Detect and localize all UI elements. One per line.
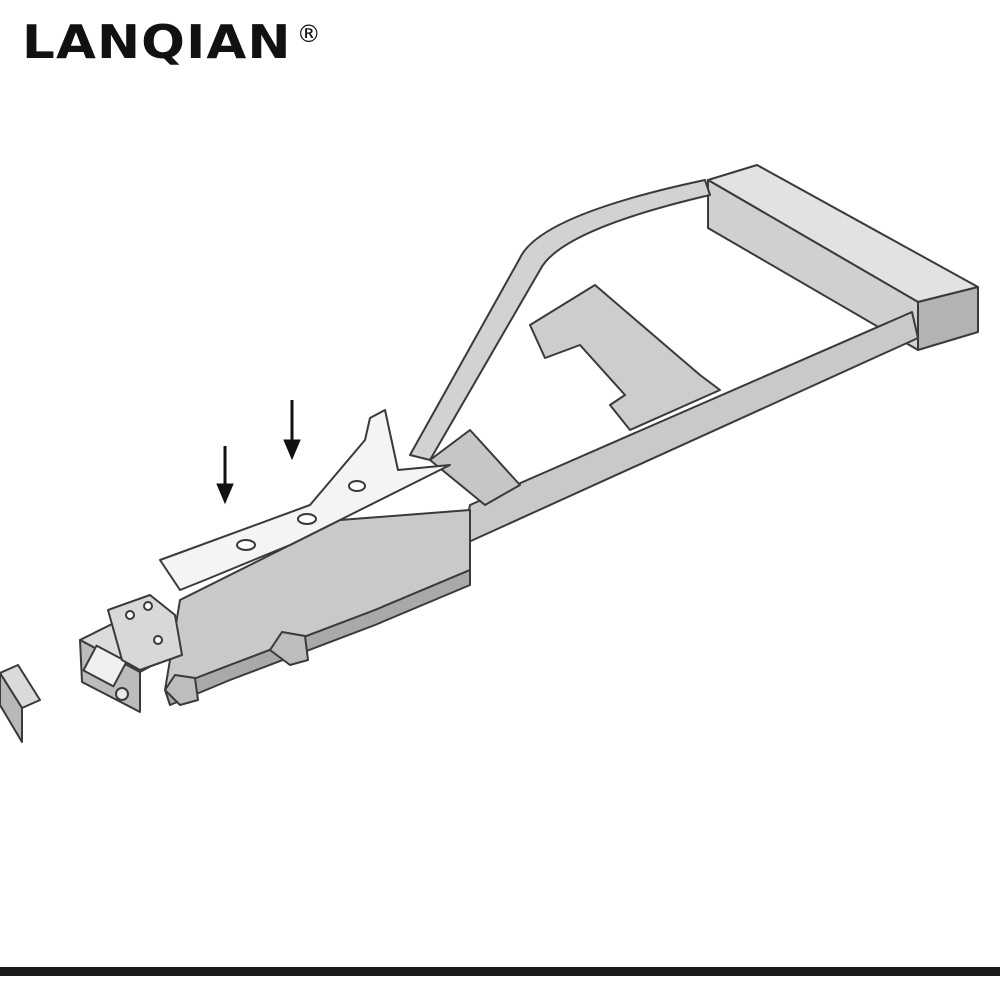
arrow-down-icon — [216, 446, 234, 505]
footer-bar — [0, 967, 1000, 976]
cross-bracket — [529, 284, 721, 431]
detached-piece-front — [0, 672, 23, 743]
reinforcement-plate — [159, 409, 451, 591]
lower-tube — [461, 311, 919, 546]
front-box-bolt — [115, 687, 129, 701]
plate-body — [159, 409, 451, 591]
registered-mark: ® — [296, 20, 321, 48]
upper-tube — [409, 179, 711, 461]
arrow-down-icon — [283, 400, 301, 461]
plate-hole-1 — [236, 539, 256, 551]
lug-1 — [164, 674, 199, 706]
mount-hole-1 — [125, 610, 135, 620]
brand-name: LANQIAN — [22, 15, 292, 69]
plate-hole-2 — [297, 513, 317, 525]
plate-hole-3 — [348, 480, 366, 492]
rear-subframe — [0, 164, 979, 743]
mount-hole-3 — [153, 635, 163, 645]
lower-cross-bracket — [429, 429, 521, 506]
brand-logo: LANQIAN ® — [22, 12, 321, 72]
lug-2 — [269, 631, 309, 666]
mount-hole-2 — [143, 601, 153, 611]
front-box-opening — [82, 644, 128, 688]
